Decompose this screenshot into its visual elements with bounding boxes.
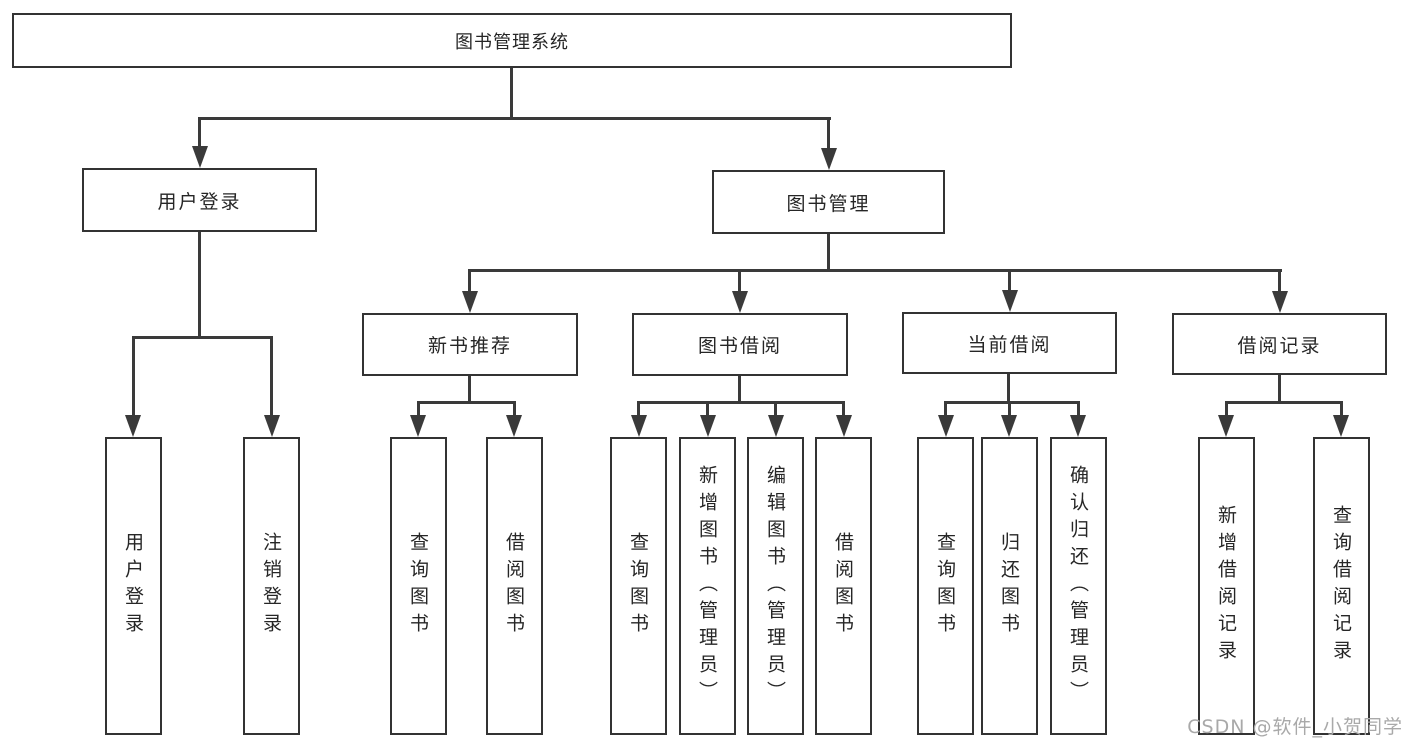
- node-current-borrow-label: 当前借阅: [967, 333, 1052, 356]
- connector-line: [1008, 269, 1011, 295]
- connector-line: [842, 401, 845, 417]
- leaf-query-books-borrow-label: 查询图书: [627, 532, 649, 640]
- connector-line: [944, 401, 1079, 404]
- connector-line: [270, 336, 273, 417]
- arrow-down-icon: [821, 148, 837, 170]
- connector-line: [1007, 374, 1010, 404]
- connector-line: [1225, 401, 1342, 404]
- node-book-borrow: 图书借阅: [632, 313, 848, 376]
- node-book-management-label: 图书管理: [786, 192, 871, 215]
- leaf-query-books-recommend-label: 查询图书: [407, 532, 429, 640]
- connector-line: [468, 269, 1282, 272]
- connector-line: [774, 401, 777, 417]
- connector-line: [1340, 401, 1343, 417]
- connector-line: [637, 401, 640, 417]
- connector-line: [706, 401, 709, 417]
- leaf-borrow-books-recommend: 借阅图书: [486, 437, 543, 735]
- connector-line: [1008, 401, 1011, 417]
- connector-line: [510, 68, 513, 120]
- connector-line: [513, 401, 516, 417]
- connector-line: [738, 376, 741, 404]
- connector-line: [637, 401, 844, 404]
- leaf-query-borrow-record-label: 查询借阅记录: [1330, 505, 1352, 667]
- connector-line: [468, 269, 471, 295]
- leaf-borrow-books-recommend-label: 借阅图书: [503, 532, 525, 640]
- node-user-login: 用户登录: [82, 168, 317, 232]
- node-library-system-label: 图书管理系统: [455, 31, 569, 53]
- connector-line: [827, 234, 830, 272]
- leaf-return-books: 归还图书: [981, 437, 1038, 735]
- leaf-logout: 注销登录: [243, 437, 300, 735]
- connector-line: [1225, 401, 1228, 417]
- node-current-borrow: 当前借阅: [902, 312, 1117, 374]
- leaf-add-borrow-record-label: 新增借阅记录: [1215, 505, 1237, 667]
- connector-line: [1077, 401, 1080, 417]
- leaf-query-books-current: 查询图书: [917, 437, 974, 735]
- leaf-borrow-books: 借阅图书: [815, 437, 872, 735]
- leaf-return-books-label: 归还图书: [998, 532, 1020, 640]
- arrow-down-icon: [462, 291, 478, 313]
- node-book-management: 图书管理: [712, 170, 945, 234]
- connector-line: [944, 401, 947, 417]
- connector-line: [468, 376, 471, 404]
- arrow-down-icon: [192, 146, 208, 168]
- node-new-book-recommend: 新书推荐: [362, 313, 578, 376]
- leaf-query-borrow-record: 查询借阅记录: [1313, 437, 1370, 735]
- arrow-down-icon: [1218, 415, 1234, 437]
- node-borrow-records: 借阅记录: [1172, 313, 1387, 375]
- arrow-down-icon: [1002, 290, 1018, 312]
- arrow-down-icon: [768, 415, 784, 437]
- leaf-confirm-return-admin-label: 确认归还（管理员）: [1067, 464, 1089, 708]
- connector-line: [827, 117, 830, 152]
- leaf-confirm-return-admin: 确认归还（管理员）: [1050, 437, 1107, 735]
- connector-line: [738, 269, 741, 295]
- leaf-query-books-borrow: 查询图书: [610, 437, 667, 735]
- arrow-down-icon: [700, 415, 716, 437]
- arrow-down-icon: [732, 291, 748, 313]
- arrow-down-icon: [1272, 291, 1288, 313]
- arrow-down-icon: [938, 415, 954, 437]
- connector-line: [417, 401, 515, 404]
- arrow-down-icon: [1070, 415, 1086, 437]
- node-library-system: 图书管理系统: [12, 13, 1012, 68]
- node-book-borrow-label: 图书借阅: [697, 335, 782, 357]
- connector-line: [132, 336, 272, 339]
- arrow-down-icon: [125, 415, 141, 437]
- node-user-login-label: 用户登录: [157, 190, 242, 213]
- leaf-user-login: 用户登录: [105, 437, 162, 735]
- arrow-down-icon: [506, 415, 522, 437]
- connector-line: [417, 401, 420, 417]
- connector-line: [198, 117, 201, 152]
- leaf-logout-label: 注销登录: [260, 532, 282, 640]
- arrow-down-icon: [631, 415, 647, 437]
- connector-line: [198, 232, 201, 339]
- arrow-down-icon: [410, 415, 426, 437]
- leaf-edit-books-admin: 编辑图书（管理员）: [747, 437, 804, 735]
- arrow-down-icon: [1333, 415, 1349, 437]
- leaf-edit-books-admin-label: 编辑图书（管理员）: [764, 464, 786, 708]
- csdn-watermark: CSDN @软件_小贺同学: [1187, 716, 1403, 738]
- node-new-book-recommend-label: 新书推荐: [427, 335, 512, 357]
- connector-line: [1278, 269, 1281, 295]
- arrow-down-icon: [264, 415, 280, 437]
- connector-line: [198, 117, 831, 120]
- leaf-query-books-current-label: 查询图书: [934, 532, 956, 640]
- node-borrow-records-label: 借阅记录: [1237, 334, 1322, 357]
- leaf-add-borrow-record: 新增借阅记录: [1198, 437, 1255, 735]
- leaf-user-login-label: 用户登录: [122, 532, 144, 640]
- leaf-add-books-admin-label: 新增图书（管理员）: [696, 464, 718, 708]
- arrow-down-icon: [836, 415, 852, 437]
- arrow-down-icon: [1001, 415, 1017, 437]
- leaf-query-books-recommend: 查询图书: [390, 437, 447, 735]
- connector-line: [1278, 375, 1281, 404]
- leaf-add-books-admin: 新增图书（管理员）: [679, 437, 736, 735]
- connector-line: [132, 336, 135, 417]
- leaf-borrow-books-label: 借阅图书: [832, 532, 854, 640]
